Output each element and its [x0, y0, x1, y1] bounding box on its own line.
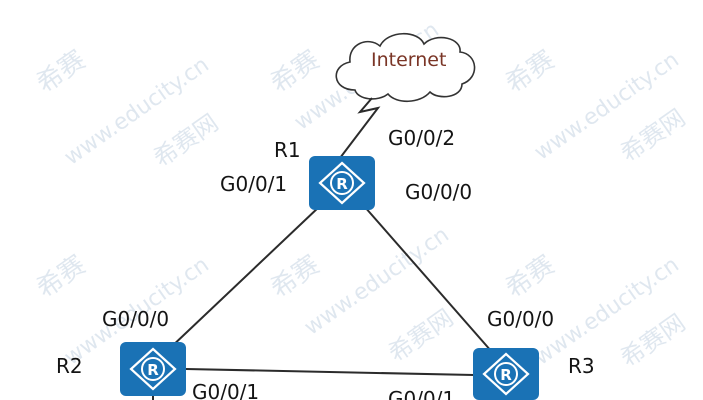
router-r1-symbol: R: [336, 175, 348, 193]
r3-g000-label: G0/0/0: [487, 307, 555, 331]
router-r3-icon: R: [473, 348, 539, 400]
router-r2-icon: R: [120, 342, 186, 396]
router-r3-name: R3: [568, 354, 595, 378]
r1-g001-label: G0/0/1: [220, 172, 288, 196]
link-r2-r3: [185, 368, 475, 376]
link-r1-r3: [363, 205, 493, 353]
router-r3-symbol: R: [500, 366, 512, 384]
router-r2-symbol: R: [147, 361, 159, 379]
internet-label: Internet: [371, 49, 447, 71]
router-r2-name: R2: [56, 354, 83, 378]
router-r1-name: R1: [274, 138, 301, 162]
r2-g001-label: G0/0/1: [192, 380, 260, 400]
cloud-icon: [335, 32, 476, 103]
r1-g000-label: G0/0/0: [405, 180, 473, 204]
r1-g002-label: G0/0/2: [388, 126, 456, 150]
link-r1-r2: [167, 205, 321, 351]
link-r1-internet: [339, 97, 381, 159]
r2-g000-label: G0/0/0: [102, 307, 170, 331]
router-r1-icon: R: [309, 156, 375, 210]
r3-g001-label: G0/0/1: [388, 387, 456, 400]
